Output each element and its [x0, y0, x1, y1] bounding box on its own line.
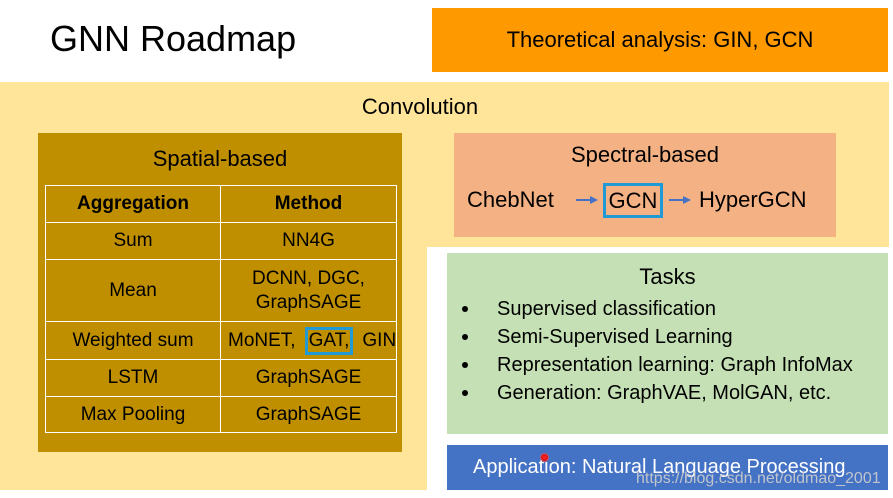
arrow-right-icon [576, 196, 598, 204]
task-text: Semi-Supervised Learning [497, 326, 733, 348]
method-hypergcn: HyperGCN [699, 187, 807, 212]
method-cell: GraphSAGE [220, 396, 397, 433]
task-text: Generation: GraphVAE, MolGAN, etc. [497, 382, 832, 404]
method-cell: MoNET, GAT, GIN [220, 321, 397, 360]
aggregation-method-table: Aggregation Method Sum NN4G Mean DCNN, D… [45, 185, 397, 433]
method-cell: NN4G [220, 222, 397, 260]
bullet-icon [462, 362, 468, 368]
spectral-based-box: Spectral-based ChebNet GCN HyperGCN [454, 133, 836, 237]
header-aggregation: Aggregation [45, 185, 221, 223]
aggregation-cell: Weighted sum [45, 321, 221, 360]
watermark: https://blog.csdn.net/oldmao_2001 [636, 470, 881, 487]
tasks-list: Supervised classification Semi-Supervise… [447, 295, 888, 407]
aggregation-cell: Sum [45, 222, 221, 260]
spatial-based-box: Spatial-based Aggregation Method Sum NN4… [38, 133, 402, 452]
method-cell: GraphSAGE [220, 359, 397, 397]
aggregation-cell: Mean [45, 259, 221, 322]
list-item: Generation: GraphVAE, MolGAN, etc. [447, 379, 888, 407]
header-method: Method [220, 185, 397, 223]
method-gcn-highlighted: GCN [603, 183, 663, 218]
method-gat-highlighted: GAT, [304, 326, 354, 355]
convolution-label: Convolution [361, 94, 479, 119]
task-text: Representation learning: Graph InfoMax [497, 354, 853, 376]
application-label: Application: Natural Language Processing [473, 456, 846, 478]
method-gin: GIN [362, 329, 397, 351]
spatial-based-title: Spatial-based [152, 146, 288, 171]
method-chebnet: ChebNet [467, 187, 554, 212]
slide-title: GNN Roadmap [50, 18, 297, 59]
task-text: Supervised classification [497, 298, 716, 320]
bullet-icon [462, 334, 468, 340]
list-item: Representation learning: Graph InfoMax [447, 351, 888, 379]
method-line: DCNN, DGC, [252, 267, 365, 289]
table-row: LSTM GraphSAGE [45, 359, 397, 397]
tasks-title: Tasks [639, 264, 696, 289]
method-line: GraphSAGE [255, 291, 362, 313]
aggregation-cell: LSTM [45, 359, 221, 397]
laser-pointer-dot [540, 453, 549, 462]
tasks-box: Tasks Supervised classification Semi-Sup… [447, 253, 888, 434]
table-row: Weighted sum MoNET, GAT, GIN [45, 321, 397, 360]
application-box: Application: Natural Language Processing [447, 445, 888, 490]
list-item: Supervised classification [447, 295, 888, 323]
method-cell: DCNN, DGC, GraphSAGE [220, 259, 397, 322]
method-monet: MoNET, [228, 329, 296, 351]
table-header-row: Aggregation Method [45, 185, 397, 223]
table-row: Max Pooling GraphSAGE [45, 396, 397, 433]
aggregation-cell: Max Pooling [45, 396, 221, 433]
table-row: Sum NN4G [45, 222, 397, 260]
theoretical-analysis-box: Theoretical analysis: GIN, GCN [432, 8, 888, 72]
list-item: Semi-Supervised Learning [447, 323, 888, 351]
spectral-based-title: Spectral-based [571, 142, 719, 167]
table-row: Mean DCNN, DGC, GraphSAGE [45, 259, 397, 322]
arrow-right-icon [669, 196, 691, 204]
bullet-icon [462, 390, 468, 396]
theoretical-analysis-label: Theoretical analysis: GIN, GCN [506, 27, 814, 52]
bullet-icon [462, 306, 468, 312]
